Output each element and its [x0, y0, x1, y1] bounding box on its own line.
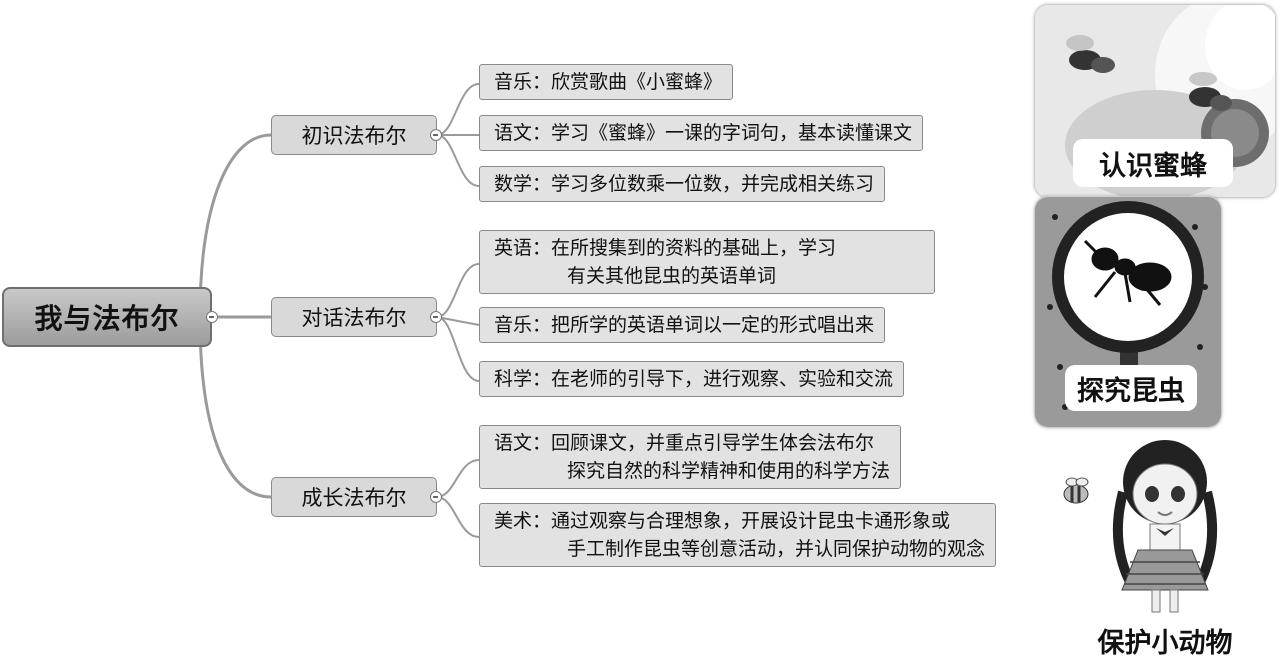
root-collapse-toggle[interactable]: [206, 311, 218, 323]
image-label-text: 探究昆虫: [1077, 375, 1185, 407]
root-label: 我与法布尔: [34, 302, 180, 335]
image-label: 保护小动物: [1085, 622, 1245, 659]
image-label-text: 保护小动物: [1097, 627, 1233, 659]
branch-collapse-toggle[interactable]: [430, 311, 442, 323]
branch-node-chushi[interactable]: 初识法布尔: [271, 115, 437, 155]
branch-collapse-toggle[interactable]: [430, 129, 442, 141]
leaf-text: 科学：在老师的引导下，进行观察、实验和交流: [494, 368, 894, 390]
image-label: 探究昆虫: [1065, 365, 1197, 411]
branch-node-chengzhang[interactable]: 成长法布尔: [271, 477, 437, 517]
image-label: 认识蜜蜂: [1073, 139, 1233, 187]
leaf-node[interactable]: 音乐：把所学的英语单词以一定的形式唱出来: [479, 307, 886, 343]
leaf-text: 音乐：把所学的英语单词以一定的形式唱出来: [494, 314, 875, 336]
leaf-text: 英语：在所搜集到的资料的基础上，学习: [494, 237, 837, 259]
leaf-node[interactable]: 美术：通过观察与合理想象，开展设计昆虫卡通形象或 手工制作昆虫等创意活动，并认同…: [479, 503, 997, 567]
branch-label: 初识法布尔: [301, 124, 407, 148]
leaf-text-line2: 手工制作昆虫等创意活动，并认同保护动物的观念: [567, 538, 986, 560]
leaf-node[interactable]: 语文：学习《蜜蜂》一课的字词句，基本读懂课文: [479, 115, 924, 151]
branch-label: 对话法布尔: [301, 306, 407, 330]
branch-node-duihua[interactable]: 对话法布尔: [271, 297, 437, 337]
branch-collapse-toggle[interactable]: [430, 491, 442, 503]
leaf-node[interactable]: 英语：在所搜集到的资料的基础上，学习 有关其他昆虫的英语单词: [479, 230, 935, 294]
small-bee-icon: [1063, 477, 1089, 504]
leaf-text: 数学：学习多位数乘一位数，并完成相关练习: [494, 173, 875, 195]
image-label-text: 认识蜜蜂: [1099, 150, 1207, 182]
leaf-text-line2: 有关其他昆虫的英语单词: [567, 265, 777, 287]
leaf-text-line2: 探究自然的科学精神和使用的科学方法: [567, 460, 891, 482]
leaf-text: 美术：通过观察与合理想象，开展设计昆虫卡通形象或: [494, 510, 951, 532]
root-node[interactable]: 我与法布尔: [2, 287, 212, 347]
leaf-node[interactable]: 数学：学习多位数乘一位数，并完成相关练习: [479, 166, 886, 202]
leaf-text: 语文：学习《蜜蜂》一课的字词句，基本读懂课文: [494, 122, 913, 144]
branch-label: 成长法布尔: [301, 486, 407, 510]
leaf-text: 语文：回顾课文，并重点引导学生体会法布尔: [494, 432, 875, 454]
ant-photo: 探究昆虫: [1034, 196, 1222, 428]
girl-illustration: [1112, 440, 1218, 613]
leaf-node[interactable]: 语文：回顾课文，并重点引导学生体会法布尔 探究自然的科学精神和使用的科学方法: [479, 425, 902, 489]
bee-photo: 认识蜜蜂: [1034, 4, 1276, 198]
leaf-text: 音乐：欣赏歌曲《小蜜蜂》: [494, 71, 723, 93]
leaf-node[interactable]: 音乐：欣赏歌曲《小蜜蜂》: [479, 64, 734, 100]
leaf-node[interactable]: 科学：在老师的引导下，进行观察、实验和交流: [479, 361, 905, 397]
